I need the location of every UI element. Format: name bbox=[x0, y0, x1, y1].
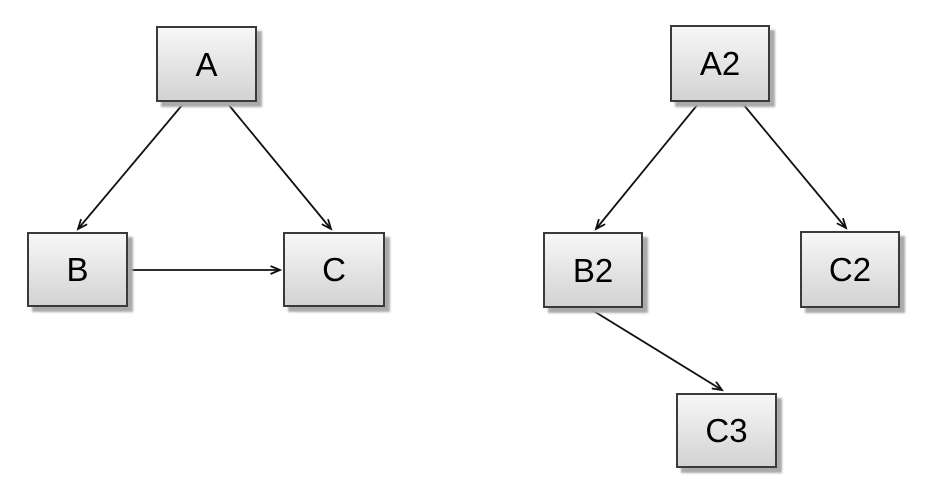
node-c2: C2 bbox=[800, 231, 900, 308]
node-c: C bbox=[283, 232, 385, 307]
node-a-label: A bbox=[195, 45, 218, 83]
node-a2-label: A2 bbox=[699, 45, 741, 82]
node-b-label: B bbox=[66, 251, 89, 288]
node-a: A bbox=[156, 26, 257, 102]
edge-A2-B2-arrow bbox=[596, 103, 699, 229]
node-b: B bbox=[27, 232, 128, 307]
node-c-label: C bbox=[322, 251, 346, 288]
edge-A-C-arrow bbox=[227, 103, 331, 229]
node-b2-label: B2 bbox=[572, 251, 614, 289]
node-a2: A2 bbox=[670, 25, 770, 102]
edge-B2-C3-arrow bbox=[591, 309, 722, 390]
edge-A-B-arrow bbox=[78, 103, 184, 229]
node-c3: C3 bbox=[676, 393, 777, 468]
node-c2-label: C2 bbox=[828, 251, 872, 288]
node-b2: B2 bbox=[543, 232, 643, 308]
edge-A2-C2-arrow bbox=[742, 103, 846, 228]
node-c3-label: C3 bbox=[705, 412, 748, 449]
